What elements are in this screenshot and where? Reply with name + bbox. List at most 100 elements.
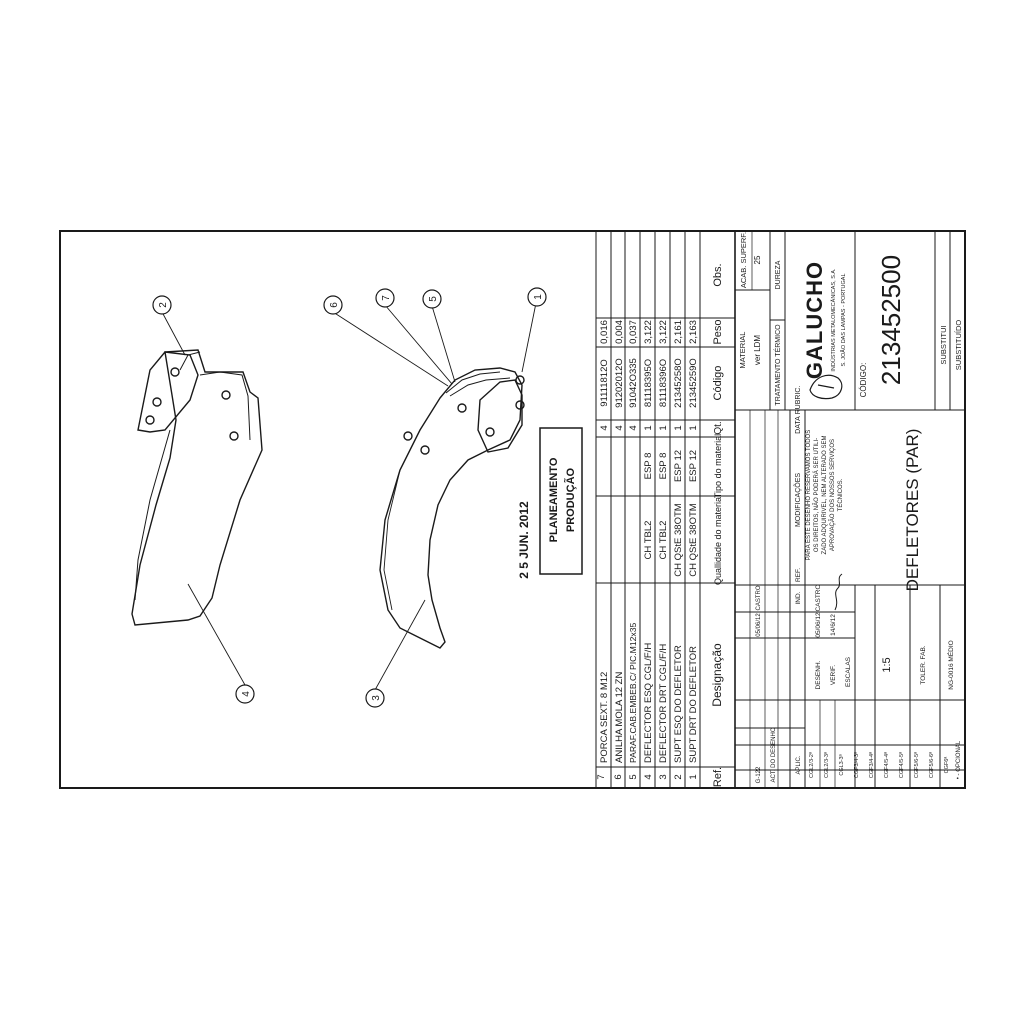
material-label: MATERIAL (738, 332, 747, 369)
row3-ref: 3 (658, 774, 669, 779)
row4-qty: 1 (643, 425, 654, 430)
row5-weight: 0,037 (628, 320, 639, 344)
title-block-lines (735, 230, 966, 789)
ind-label: IND. (795, 591, 802, 604)
row4-ref: 4 (643, 774, 654, 779)
modifications-label: MODIFICAÇÕES (793, 473, 802, 527)
row7-code: 91111812O (599, 359, 610, 407)
rev-row-9: CGF6ª (943, 756, 950, 774)
row1-material-type: ESP 12 (688, 450, 699, 482)
header-ref: Ref. (712, 767, 724, 787)
rev-row-1: CGL2/3-3ª (823, 751, 830, 778)
act-date: 05/06/12 (756, 613, 762, 637)
row7-qty: 4 (599, 425, 610, 430)
finish-label: ACAB. SUPERF. (739, 232, 748, 288)
row6-weight: 0,004 (614, 320, 625, 344)
rev-row-0: CGL2/3-2ª (808, 751, 815, 778)
row1-designation: SUPT DRT DO DEFLETOR (688, 646, 699, 763)
row4-material-type: ESP 8 (643, 453, 654, 480)
copyright-line1: PARA ESTE DESENHO RESERVAMOS TODOS (806, 430, 812, 560)
company-line1: INDÚSTRIAS METALOMECÂNICAS, S.A. (830, 268, 837, 372)
hardness-label: DUREZA (775, 260, 782, 289)
parts-list-table (595, 231, 736, 788)
designer-name: CASTRO (815, 584, 822, 611)
title-block-text: ACAB. SUPERF. 25 MATERIAL ver LDM TRATAM… (738, 232, 963, 783)
row3-weight: 3,122 (658, 320, 669, 344)
stamp-box (539, 427, 583, 575)
row5-ref: 5 (628, 774, 639, 779)
code-label: CÓDIGO: (859, 363, 868, 398)
row6-qty: 4 (614, 425, 625, 430)
act-code: G-122 (756, 766, 762, 783)
row4-quality: CH TBL2 (643, 521, 654, 560)
company-line2: S. JOÃO DAS LAMPAS - PORTUGAL (840, 273, 847, 366)
row2-weight: 2,161 (673, 320, 684, 344)
design-label: DESENH. (815, 660, 822, 689)
rev-row-6: CGF4/5-5ª (898, 751, 905, 778)
header-quality: Quallidade do material (713, 495, 723, 585)
callout-7-label: 7 (381, 295, 392, 301)
material-value: ver LDM (753, 335, 762, 366)
callout-5-label: 5 (428, 296, 439, 302)
row2-qty: 1 (673, 425, 684, 430)
row2-code: 21345258O (673, 358, 684, 408)
row1-weight: 2,163 (688, 320, 699, 344)
header-obs: Obs. (712, 263, 724, 286)
rev-row-5: CGF4/5-4ª (883, 751, 890, 778)
row1-qty: 1 (688, 425, 699, 430)
row4-code: 81118395O (643, 359, 654, 407)
callout-1: 1 (527, 287, 547, 307)
rubric-label: RUBRIC. (795, 386, 802, 415)
row1-ref: 1 (688, 774, 699, 779)
callout-3: 3 (365, 688, 385, 708)
data-label: DATA (795, 416, 802, 434)
row6-designation: ANILHA MOLA 12 ZN (614, 672, 625, 763)
rev-row-2: CGL3-3ª (838, 753, 845, 775)
design-date: 05/06/12 (815, 612, 822, 638)
row5-code: 91042O335 (628, 358, 639, 408)
row2-designation: SUPT ESQ DO DEFLETOR (673, 645, 684, 763)
header-qty: Qt. (713, 421, 724, 434)
callout-3-label: 3 (371, 695, 382, 701)
callout-6-label: 6 (329, 302, 340, 308)
norm-value: NG-0016 MÉDIO (946, 640, 955, 690)
copyright-line3: ZADO ADQUIRIVEL, NEM ALTERADO SEM (822, 436, 828, 555)
drawing-title: DEFLETORES (PAR) (903, 429, 922, 592)
treatment-label: TRATAMENTO TÉRMICO (773, 324, 782, 406)
row3-code: 81118396O (658, 359, 669, 407)
row4-weight: 3,122 (643, 320, 654, 344)
drawing-code: 213452500 (876, 255, 906, 385)
row7-designation: PORCA SEXT. 8 M12 (599, 672, 610, 763)
stamp-date: 2 5 JUN. 2012 (517, 501, 531, 579)
row3-qty: 1 (658, 425, 669, 430)
callout-5: 5 (422, 289, 442, 309)
rev-row-3: CGF3/4-3ª (853, 751, 860, 778)
callout-2-label: 2 (158, 302, 169, 308)
finish-value: 25 (753, 255, 762, 264)
row7-weight: 0,016 (599, 320, 610, 344)
substituido-label: SUBSTITUÍDO (954, 320, 963, 371)
row7-ref: 7 (596, 774, 607, 779)
row2-material-type: ESP 12 (673, 450, 684, 482)
aplic-label: APLIC. (796, 755, 802, 774)
act-label: ACT. DO DESENHO (771, 727, 777, 782)
callout-1-label: 1 (533, 294, 544, 300)
row5-qty: 4 (628, 425, 639, 430)
substitui-label: SUBSTITUI (939, 325, 948, 364)
header-code: Código (712, 366, 724, 401)
leader-lines (161, 302, 537, 691)
scale-value: 1:5 (881, 657, 893, 672)
rev-row-4: CGF3/4-4ª (868, 751, 875, 778)
callout-7: 7 (375, 288, 395, 308)
row1-quality: CH QStE 38OTM (688, 503, 699, 576)
row3-designation: DEFLECTOR DRT CGL/F/H (658, 644, 669, 763)
row4-designation: DEFLECTOR ESQ CGL/F/H (643, 643, 654, 763)
rev-row-8: CGF5/6-6ª (928, 751, 935, 778)
copyright-line4: APROVAÇÃO DOS NOSSOS SERVIÇOS (829, 439, 836, 551)
left-deflector-drawing (131, 349, 263, 626)
tolerance-label: TOLER. FAB. (920, 645, 927, 684)
row6-ref: 6 (613, 774, 624, 779)
verify-date: 14/6/12 (830, 614, 837, 636)
copyright-line2: OS DIREITOS, NÃO PODERÁ SER UTILI- (813, 438, 820, 552)
